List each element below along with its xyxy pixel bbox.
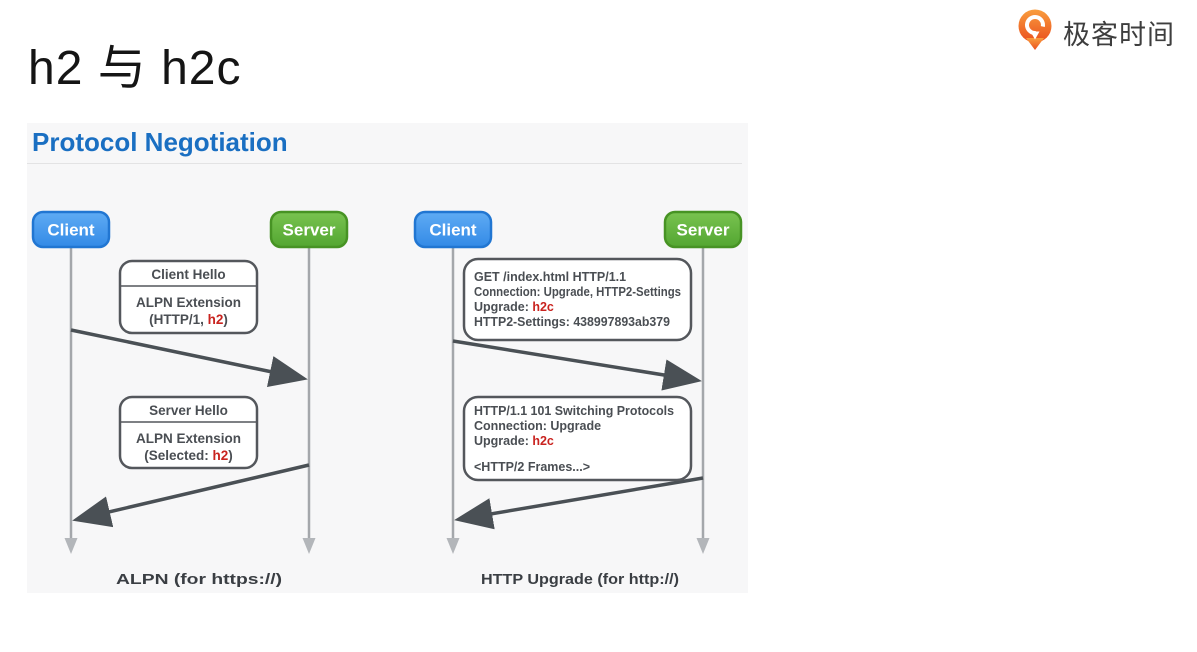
client-node-label: Client (47, 221, 95, 240)
sequence-diagrams: Client Server Client Hello ALPN Extensio… (31, 210, 743, 588)
message-line: Upgrade: h2c (474, 300, 554, 314)
lifeline-arrow-icon (302, 538, 316, 554)
request-message-box: GET /index.html HTTP/1.1 Connection: Upg… (462, 257, 693, 342)
panel-divider (27, 163, 742, 164)
server-node: Server (269, 210, 349, 249)
server-node: Server (663, 210, 743, 249)
lifeline-arrow-icon (446, 538, 460, 554)
lifeline-arrow-icon (696, 538, 710, 554)
logo-text: 极客时间 (1063, 19, 1175, 50)
response-message-box: HTTP/1.1 101 Switching Protocols Connect… (462, 395, 693, 482)
message-line: ALPN Extension (136, 295, 241, 310)
message-line: ALPN Extension (136, 431, 241, 446)
geektime-logo: 极客时间 (1015, 8, 1175, 56)
message-line: HTTP/1.1 101 Switching Protocols (474, 404, 674, 418)
message-line: Connection: Upgrade (474, 419, 601, 433)
panel-title: Protocol Negotiation (32, 127, 288, 157)
message-line: Upgrade: h2c (474, 434, 554, 448)
diagram-caption: ALPN (for https://) (116, 571, 282, 588)
client-node: Client (413, 210, 493, 249)
server-node-label: Server (677, 221, 730, 240)
lifeline-arrow-icon (64, 538, 78, 554)
request-arrow (452, 339, 702, 391)
geektime-icon (1015, 8, 1055, 56)
request-arrow (70, 328, 308, 387)
client-node: Client (31, 210, 111, 249)
message-line: Connection: Upgrade, HTTP2-Settings (474, 285, 681, 299)
request-message-box: Client Hello ALPN Extension (HTTP/1, h2) (118, 259, 259, 335)
response-arrow (454, 476, 704, 530)
message-line: HTTP2-Settings: 438997893ab379 (474, 315, 670, 329)
message-line: (HTTP/1, h2) (149, 312, 228, 327)
message-line: GET /index.html HTTP/1.1 (474, 270, 626, 284)
page-title: h2 与 h2c (28, 42, 242, 95)
client-node-label: Client (429, 221, 477, 240)
diagram-caption: HTTP Upgrade (for http://) (481, 571, 679, 588)
sequence-diagram-alpn: Client Server Client Hello ALPN Extensio… (31, 210, 349, 588)
message-title: Client Hello (151, 267, 225, 282)
message-title: Server Hello (149, 403, 228, 418)
response-message-box: Server Hello ALPN Extension (Selected: h… (118, 395, 259, 470)
message-line: (Selected: h2) (144, 448, 233, 463)
server-node-label: Server (283, 221, 336, 240)
sequence-diagram-http-upgrade: Client Server GET /index.html HTTP/1.1 C… (413, 210, 743, 588)
message-line: <HTTP/2 Frames...> (474, 460, 590, 474)
response-arrow (72, 463, 310, 528)
protocol-negotiation-panel: Protocol Negotiation (27, 123, 748, 593)
